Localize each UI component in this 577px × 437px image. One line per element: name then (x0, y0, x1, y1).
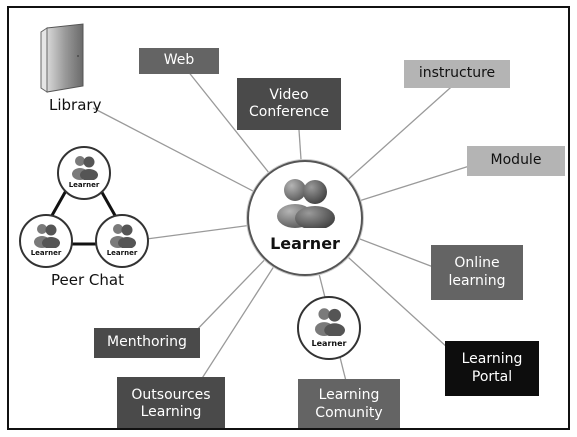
community-learner-node: Learner (297, 296, 361, 360)
peer-node-top: Learner (57, 146, 111, 200)
library-label: Library (49, 96, 102, 114)
people-icon (110, 224, 136, 248)
module-node: Module (467, 146, 565, 176)
book-icon (40, 23, 84, 93)
learner-center-label: Learner (270, 234, 340, 253)
peer-node-label: Learner (30, 249, 62, 257)
video-conference-node: Video Conference (237, 78, 341, 130)
instructure-node: instructure (404, 60, 510, 88)
peer-node-label: Learner (68, 181, 100, 189)
peer-node-left: Learner (19, 214, 73, 268)
peer-chat-label: Peer Chat (51, 271, 124, 289)
people-icon (315, 308, 345, 336)
learner-center-node: Learner (247, 160, 363, 276)
outsources-learning-node: Outsources Learning (117, 377, 225, 428)
learning-community-node: Learning Comunity (298, 379, 400, 428)
web-node: Web (139, 48, 219, 74)
diagram-frame: Library Learner Learner Learner Peer Cha… (7, 6, 570, 430)
peer-node-label: Learner (106, 249, 138, 257)
people-icon (34, 224, 60, 248)
peer-node-right: Learner (95, 214, 149, 268)
community-learner-label: Learner (311, 339, 347, 348)
online-learning-node: Online learning (431, 245, 523, 300)
menthoring-node: Menthoring (94, 328, 200, 358)
people-icon (277, 179, 335, 228)
people-icon (72, 156, 98, 180)
learning-portal-node: Learning Portal (445, 341, 539, 396)
